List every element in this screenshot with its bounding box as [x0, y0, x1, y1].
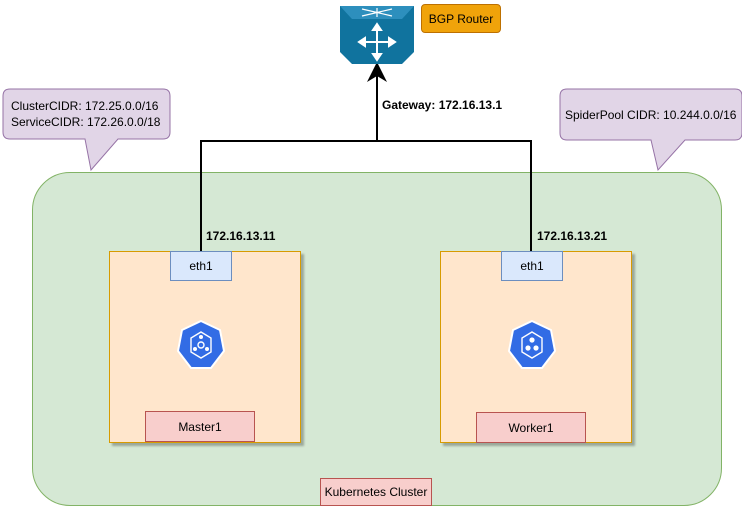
master-label: Master1	[145, 411, 255, 442]
worker-ip-label: 172.16.13.21	[537, 229, 608, 243]
master-eth1-interface[interactable]: eth1	[170, 251, 232, 281]
kubernetes-master-icon	[176, 319, 226, 369]
master-ip-label: 172.16.13.11	[206, 229, 276, 243]
cluster-callout-shape	[2, 88, 171, 172]
bgp-router-icon	[340, 6, 414, 64]
spiderpool-callout-shape	[559, 88, 742, 172]
spiderpool-cidr-text: SpiderPool CIDR: 10.244.0.0/16	[565, 108, 737, 122]
service-cidr-text: ServiceCIDR: 172.26.0.0/18	[11, 115, 161, 129]
gateway-label: Gateway: 172.16.13.1	[382, 98, 503, 112]
worker-eth1-interface[interactable]: eth1	[501, 251, 563, 281]
worker-label: Worker1	[476, 412, 586, 443]
kubernetes-worker-icon	[507, 319, 557, 369]
master-uplink-line	[200, 140, 532, 251]
cluster-cidr-text: ClusterCIDR: 172.25.0.0/16	[11, 99, 159, 113]
kubernetes-cluster-label: Kubernetes Cluster	[320, 478, 432, 506]
bgp-router-label: BGP Router	[421, 4, 501, 33]
